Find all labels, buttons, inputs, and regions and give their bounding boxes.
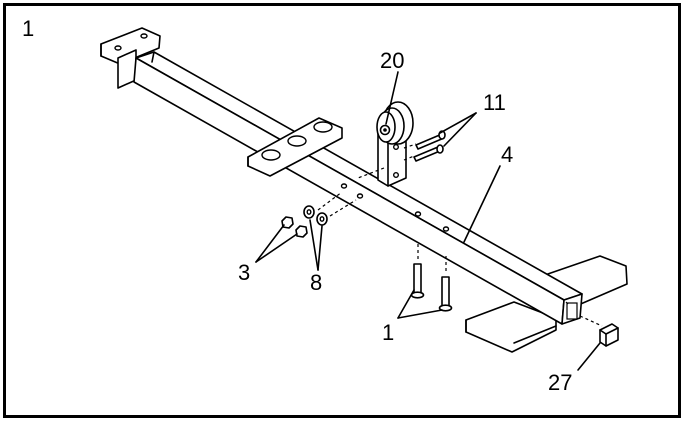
figure-border	[3, 3, 681, 418]
bolts-part-11	[403, 130, 446, 162]
step-number: 1	[22, 16, 34, 41]
cross-plate	[247, 117, 343, 177]
main-tube	[133, 51, 583, 325]
callout-1: 1	[382, 320, 394, 345]
callout-20: 20	[380, 48, 404, 73]
callout-4: 4	[501, 142, 513, 167]
callout-3: 3	[238, 260, 250, 285]
callout-11: 11	[483, 90, 506, 115]
frame-part-4	[100, 27, 628, 353]
pulley-bracket-part-20	[357, 101, 414, 187]
washers-part-8	[303, 191, 357, 226]
callout-8: 8	[310, 270, 322, 295]
callout-27: 27	[548, 370, 572, 395]
end-cap-part-27	[579, 315, 619, 347]
leader-lines	[255, 71, 601, 371]
rear-bracket	[100, 27, 161, 89]
